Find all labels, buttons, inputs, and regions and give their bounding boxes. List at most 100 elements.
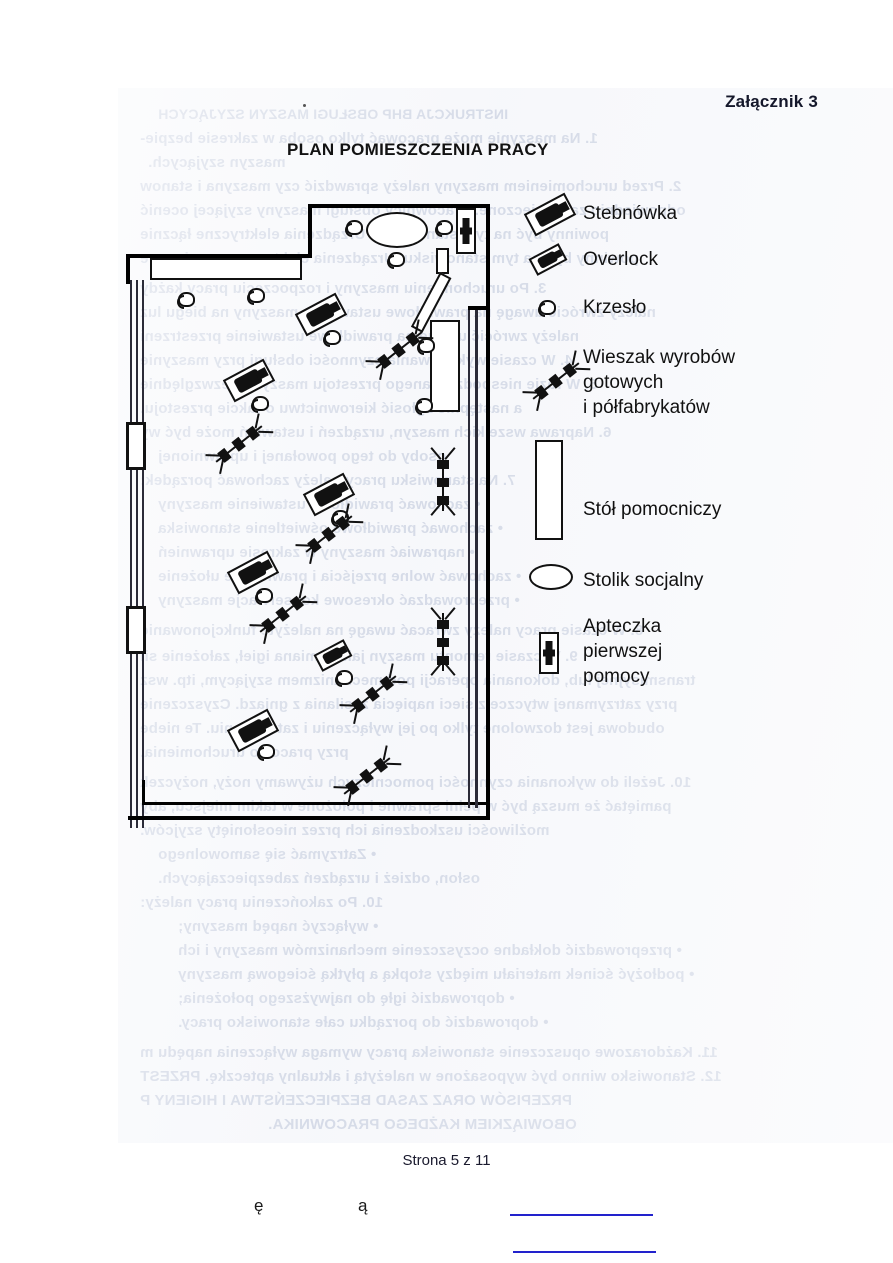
wall-step-vertical [308, 204, 312, 258]
door-frame [436, 248, 449, 274]
page-title: PLAN POMIESZCZENIA PRACY [287, 140, 549, 159]
legend-item-stol-pomocniczy: Stół pomocniczy [525, 432, 825, 544]
page-footer: Strona 5 z 11 [402, 1152, 491, 1169]
chair [257, 744, 275, 761]
wall-right-inner [475, 308, 478, 808]
rack-end [430, 663, 442, 676]
rack-end [392, 680, 408, 684]
first-aid-kit-icon [525, 620, 583, 676]
stray-char-e: ę [254, 1196, 264, 1215]
chair [345, 220, 363, 237]
legend: Stebnówka Overlock Krzesło [522, 192, 825, 694]
rack-end [430, 447, 442, 460]
garment-rack-vertical [430, 605, 456, 679]
chair [335, 670, 353, 687]
legend-item-wieszak: Wieszak wyrobów gotowych i półfabrykatów [522, 334, 825, 424]
machine-arm [552, 249, 563, 260]
legend-label: Wieszak wyrobów gotowych i półfabrykatów [583, 346, 736, 418]
rack-end [348, 520, 364, 524]
rack-end [302, 600, 318, 604]
rack-end [219, 458, 225, 474]
rack-end [353, 708, 359, 724]
bleed-through-line: osłon, odzież i urządzeń zabezpieczający… [158, 870, 481, 887]
rack-end [263, 628, 269, 644]
rack-end [575, 367, 591, 371]
social-table-icon [525, 556, 583, 596]
bleed-through-line: PRZEPISÓW ORAZ ZASAD BEZPIECZEŃSTWA I HI… [140, 1092, 572, 1109]
auxiliary-table-right [430, 320, 460, 412]
auxiliary-table-icon [525, 436, 583, 540]
rack-end [386, 762, 402, 766]
bleed-through-line: INSTRUKCJA BHP OBSŁUGI MASZYN SZYJĄCYCH [158, 106, 509, 122]
social-table-glyph [529, 564, 573, 590]
rack-end [522, 391, 538, 394]
chair [387, 252, 405, 269]
wall-top-left [126, 254, 312, 258]
legend-label: Krzesło [583, 297, 647, 318]
cross-horizontal [459, 227, 473, 235]
wall-left-upper-stub [126, 254, 130, 284]
legend-label: Stebnówka [583, 203, 678, 224]
wall-right-step [468, 306, 490, 310]
bleed-through-line: • przeprowadzić dokładne oczyszczenie me… [178, 942, 682, 959]
bleed-through-line: OBOWIĄZKIEM KAŻDEGO PRACOWNIKA. [268, 1116, 577, 1133]
rack-end [333, 786, 349, 789]
cross-horizontal [542, 649, 556, 657]
window-left-upper [126, 422, 146, 470]
rack-end [205, 454, 221, 457]
bleed-through-line: • podłożyć ścinek materiału między stopk… [178, 966, 695, 983]
rack-end [339, 704, 355, 707]
auxiliary-table-top [150, 258, 302, 280]
machine-arm [337, 645, 348, 656]
overlock-machine-icon [525, 242, 583, 282]
garment-rack-diagonal [295, 503, 364, 564]
garment-rack-diagonal [205, 413, 274, 474]
first-aid-kit-glyph [539, 632, 559, 674]
wall-right-outer [486, 204, 490, 820]
blue-underline-upper [510, 1214, 653, 1216]
legend-item-apteczka: Apteczka pierwszej pomocy [525, 602, 825, 694]
legend-label: Apteczka pierwszej pomocy [583, 615, 663, 687]
wall-right-inner-2 [468, 308, 470, 808]
chair-icon [525, 290, 583, 330]
wall-bottom-inner [142, 802, 488, 805]
rack-end [295, 544, 311, 547]
bleed-through-line: • wyłączyć napęd maszyny; [178, 918, 379, 935]
wall-top-right [308, 204, 490, 208]
bleed-through-line: • doprowadzić do porządku całe stanowisk… [178, 1014, 549, 1031]
wall-left-mid [136, 280, 138, 828]
bleed-through-line: 12. Stanowisko winno być wyposażone w na… [140, 1068, 722, 1085]
chair [251, 396, 269, 413]
chair [323, 330, 341, 347]
garment-rack-diagonal [333, 745, 402, 806]
legend-item-krzeslo: Krzesło [525, 290, 825, 334]
stray-ink-dot [303, 104, 306, 107]
overlock-machine-glyph [528, 243, 568, 276]
wall-left-outer [130, 280, 132, 828]
rack-end [379, 364, 385, 380]
bleed-through-line: • Zatrzymać się samowolnego [158, 846, 377, 863]
chair [247, 288, 265, 305]
rack-end [309, 548, 315, 564]
garment-rack-icon [522, 347, 591, 411]
rack-end [365, 360, 381, 363]
auxiliary-table-glyph [535, 440, 563, 540]
rack-end [444, 447, 456, 460]
blue-underline-lower [513, 1251, 656, 1253]
bleed-through-line: 10. Po zakończeniu pracy należy: [140, 894, 384, 911]
chair [417, 338, 435, 355]
stray-char-a: ą [358, 1196, 368, 1215]
legend-label: Stolik socjalny [583, 569, 704, 591]
legend-label: Overlock [583, 249, 658, 270]
legend-item-stebnowka: Stebnówka [523, 192, 825, 242]
attachment-label: Załącznik 3 [725, 92, 818, 111]
bleed-through-line: • doprowadzić igłę do najwyższego położe… [178, 990, 515, 1007]
wall-left-inner [142, 280, 144, 828]
window-left-lower [126, 606, 146, 654]
rack-end [258, 430, 274, 434]
sewing-machine-stebnowka [226, 550, 280, 595]
sewing-machine-glyph [523, 192, 577, 237]
legend-item-stolik-socjalny: Stolik socjalny [525, 550, 825, 602]
rack-end [444, 607, 456, 620]
sewing-machine-stebnowka [222, 358, 276, 403]
